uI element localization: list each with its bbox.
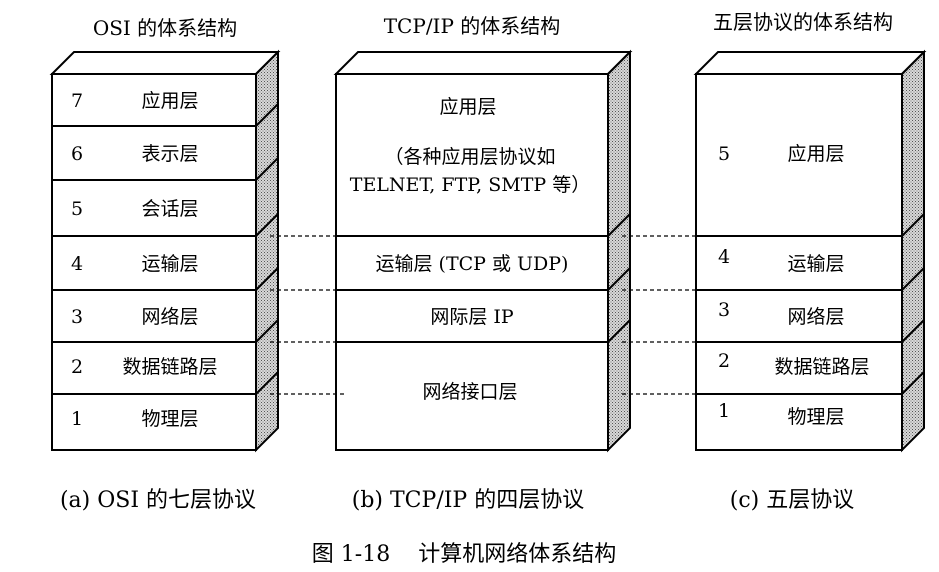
osi-caption: (a) OSI 的七层协议: [60, 488, 256, 513]
tcpip-stack-side: [607, 49, 631, 453]
osi-layer-2-num: 2: [71, 356, 83, 378]
tcpip-stack: 应用层 （各种应用层协议如 TELNET, FTP, SMTP 等） 运输层 (…: [333, 49, 633, 453]
osi-stack-top: [49, 51, 281, 75]
five-layer-3-name: 网络层: [787, 306, 844, 328]
osi-layer-2-name: 数据链路层: [122, 356, 217, 378]
tcpip-application-desc-1: （各种应用层协议如: [384, 146, 555, 168]
osi-stack: 7 应用层 6 表示层 5 会话层 4 运输层 3 网络层 2 数据链路层 1 …: [49, 49, 281, 453]
osi-layer-7-num: 7: [71, 90, 83, 112]
osi-layer-1-name: 物理层: [141, 408, 198, 430]
osi-title: OSI 的体系结构: [93, 16, 237, 40]
tcpip-stack-front: [335, 73, 609, 451]
tcpip-caption: (b) TCP/IP 的四层协议: [352, 488, 584, 513]
five-layer-stack: 5 应用层 4 运输层 3 网络层 2 数据链路层 1 物理层: [693, 49, 927, 453]
osi-layer-3-num: 3: [71, 306, 83, 328]
five-layer-4-name: 运输层: [787, 253, 844, 275]
five-layer-5-name: 应用层: [787, 143, 844, 165]
five-layer-1-name: 物理层: [787, 406, 844, 428]
tcpip-netif-label: 网络接口层: [422, 381, 517, 403]
figure-caption: 图 1-18 计算机网络体系结构: [312, 542, 616, 567]
tcpip-title: TCP/IP 的体系结构: [384, 14, 561, 38]
tcpip-internet-label: 网际层 IP: [430, 306, 514, 328]
osi-layer-4-name: 运输层: [141, 253, 198, 275]
five-layer-3-num: 3: [718, 299, 730, 321]
correspondence-lines: [270, 235, 704, 395]
tcpip-transport-label: 运输层 (TCP 或 UDP): [376, 253, 569, 275]
five-stack-front: [695, 73, 903, 451]
five-stack-top: [693, 51, 927, 75]
five-title: 五层协议的体系结构: [713, 10, 893, 34]
osi-layer-5-name: 会话层: [141, 198, 198, 220]
osi-layer-6-num: 6: [71, 143, 83, 165]
tcpip-stack-top: [333, 51, 633, 75]
five-layer-2-name: 数据链路层: [774, 356, 869, 378]
osi-stack-front: [51, 73, 257, 451]
osi-layer-3-name: 网络层: [141, 306, 198, 328]
five-caption: (c) 五层协议: [730, 488, 854, 513]
five-layer-5-num: 5: [718, 143, 730, 165]
osi-layer-7-name: 应用层: [141, 90, 198, 112]
tcpip-application-desc-2: TELNET, FTP, SMTP 等）: [350, 174, 590, 196]
osi-layer-5-num: 5: [71, 198, 83, 220]
osi-layer-1-num: 1: [71, 408, 83, 430]
five-layer-4-num: 4: [718, 246, 730, 268]
osi-layer-4-num: 4: [71, 253, 83, 275]
five-layer-1-num: 1: [718, 400, 730, 422]
five-layer-2-num: 2: [718, 350, 730, 372]
tcpip-application-label: 应用层: [439, 96, 496, 118]
osi-layer-6-name: 表示层: [141, 143, 198, 165]
